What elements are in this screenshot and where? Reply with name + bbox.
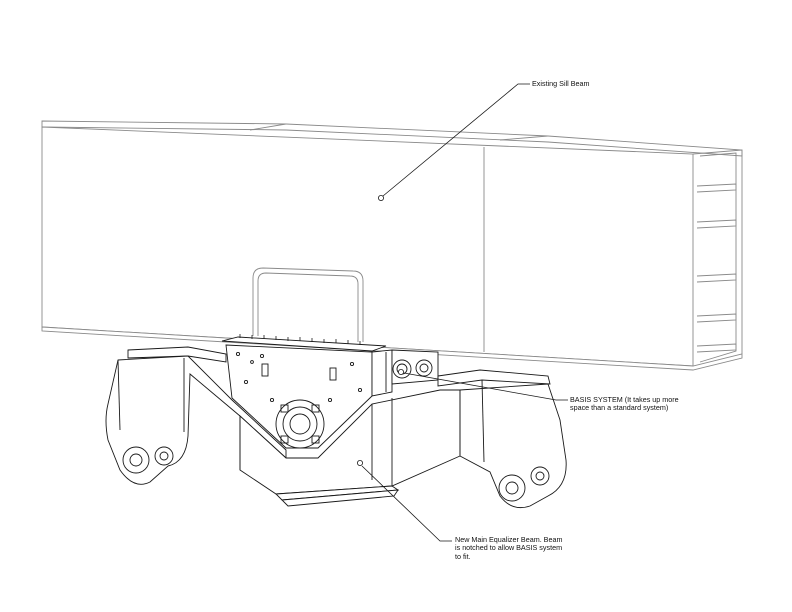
leader-lines bbox=[356, 83, 568, 542]
basis-leader-dot bbox=[397, 368, 404, 375]
sill-beam bbox=[41, 120, 743, 371]
sill-beam-leader-dot bbox=[377, 194, 384, 201]
sill-beam-leader bbox=[382, 83, 530, 197]
equalizer-leader bbox=[361, 465, 452, 542]
basis-system bbox=[221, 334, 439, 449]
equalizer-beam-label: New Main Equalizer Beam. Beam is notched… bbox=[455, 535, 563, 561]
basis-system-label: BASIS SYSTEM (It takes up more space tha… bbox=[570, 395, 679, 413]
basis-leader bbox=[403, 372, 568, 401]
sill-beam-label: Existing Sill Beam bbox=[532, 79, 590, 88]
equalizer-leader-dot bbox=[356, 459, 363, 466]
equalizer-beam bbox=[105, 346, 567, 509]
